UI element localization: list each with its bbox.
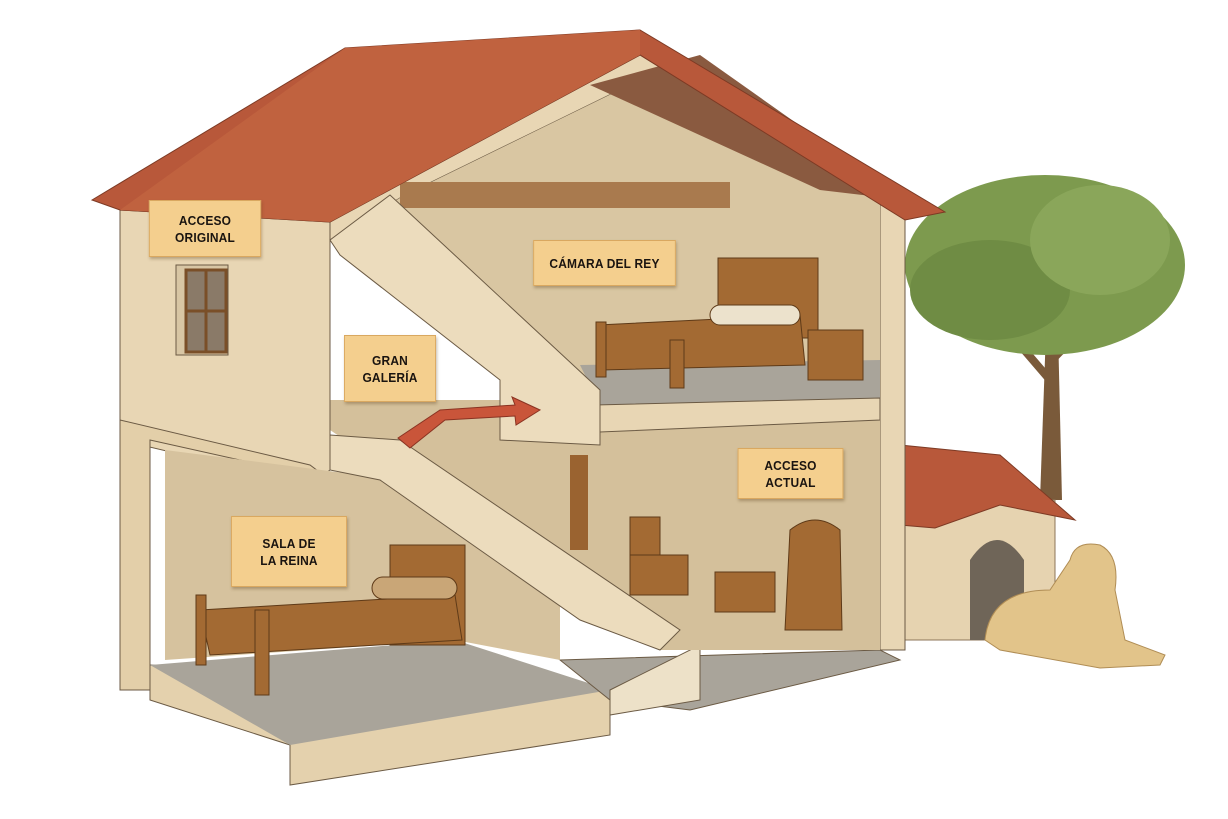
chair-seat <box>629 554 689 596</box>
king-bed <box>595 257 819 389</box>
window <box>175 264 229 356</box>
entrance-steps <box>609 644 701 716</box>
roof-tiles <box>120 30 640 222</box>
label-camara-del-rey: CÁMARA DEL REY <box>533 240 676 286</box>
king-side-table <box>807 329 864 381</box>
label-acceso-actual: ACCESO ACTUAL <box>737 448 844 499</box>
ceiling-beam <box>400 182 730 208</box>
tree <box>905 175 1185 500</box>
upper-floor <box>580 360 880 405</box>
label-acceso-original: ACCESO ORIGINAL <box>148 200 262 257</box>
ascending-passage <box>329 434 681 651</box>
sphinx <box>984 543 1166 669</box>
label-gran-galeria: GRAN GALERÍA <box>344 335 436 402</box>
gallery-arrow <box>397 396 542 449</box>
grand-gallery-ceiling <box>329 194 601 446</box>
throne-chair <box>784 519 843 631</box>
left-lower-wall <box>119 419 331 691</box>
label-sala-de-la-reina: SALA DE LA REINA <box>231 516 347 587</box>
support-post <box>570 455 588 550</box>
queen-bed <box>195 544 466 696</box>
stool <box>714 571 776 613</box>
doghouse <box>899 444 1077 641</box>
